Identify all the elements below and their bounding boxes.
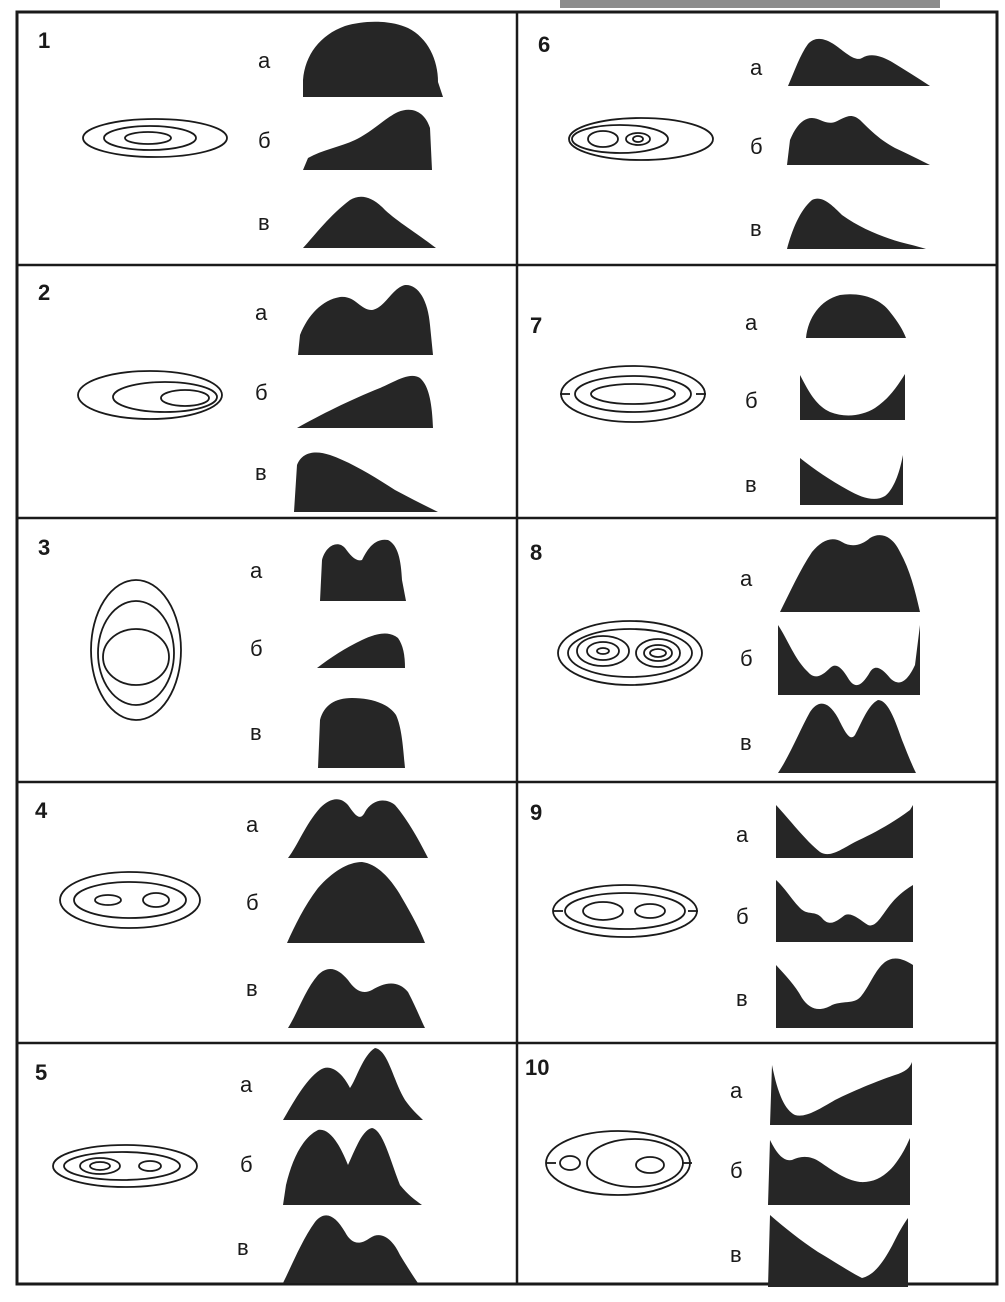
profile-a (288, 799, 428, 858)
panel-4: 4 а б в (35, 798, 428, 1028)
panel-number: 1 (38, 28, 50, 53)
profile-c (768, 1215, 908, 1287)
option-label-b: б (246, 890, 259, 915)
panel-3: 3 а б в (38, 535, 406, 768)
option-label-a: а (745, 310, 758, 335)
panel-9: 9 а б в (530, 800, 913, 1028)
contour-map (53, 1145, 197, 1187)
panel-number: 4 (35, 798, 48, 823)
profile-a (303, 22, 443, 97)
panel-5: 5 а б в (35, 1048, 423, 1283)
profile-c (318, 698, 405, 768)
option-label-a: а (736, 822, 749, 847)
option-label-a: а (250, 558, 263, 583)
option-label-b: б (740, 646, 753, 671)
profile-b (287, 862, 425, 943)
panel-number: 6 (538, 32, 550, 57)
contour-map (553, 885, 698, 937)
profile-c (800, 455, 903, 505)
option-label-a: а (750, 55, 763, 80)
profile-a (776, 805, 913, 858)
panel-number: 5 (35, 1060, 47, 1085)
contour-map (60, 872, 200, 928)
option-label-c: в (745, 472, 757, 497)
profile-b (283, 1128, 422, 1205)
profile-c (283, 1215, 418, 1283)
option-label-c: в (255, 460, 267, 485)
option-label-a: а (255, 300, 268, 325)
panel-6: 6 а б в (538, 32, 930, 249)
header-strip (560, 0, 940, 8)
profile-c (294, 452, 438, 512)
panel-2: 2 а б в (38, 280, 438, 512)
option-label-c: в (736, 986, 748, 1011)
contour-map (558, 621, 702, 685)
option-label-b: б (745, 388, 758, 413)
option-label-a: а (246, 812, 259, 837)
profile-c (778, 700, 916, 773)
option-label-b: б (258, 128, 271, 153)
option-label-c: в (246, 976, 258, 1001)
profile-b (800, 374, 905, 420)
option-label-c: в (730, 1242, 742, 1267)
option-label-c: в (750, 216, 762, 241)
profile-b (778, 625, 920, 695)
option-label-a: а (740, 566, 753, 591)
profile-a (283, 1048, 423, 1120)
profile-b (768, 1138, 910, 1205)
contour-map (91, 580, 181, 720)
option-label-c: в (237, 1235, 249, 1260)
profile-b (303, 110, 432, 170)
panel-number: 7 (530, 313, 542, 338)
option-label-b: б (250, 636, 263, 661)
contour-map (569, 118, 713, 160)
profile-a (780, 535, 920, 612)
profile-b (787, 116, 930, 165)
panel-number: 8 (530, 540, 542, 565)
profile-c (303, 197, 436, 248)
panel-number: 9 (530, 800, 542, 825)
option-label-c: в (740, 730, 752, 755)
option-label-b: б (240, 1152, 253, 1177)
profile-c (288, 969, 425, 1028)
panel-10: 10 а б в (525, 1055, 912, 1287)
profile-c (776, 959, 913, 1028)
contour-map (546, 1131, 692, 1195)
option-label-b: б (730, 1158, 743, 1183)
contour-map (83, 119, 227, 157)
profile-a (320, 540, 406, 601)
profile-a (788, 39, 930, 86)
option-label-a: а (730, 1078, 743, 1103)
profile-a (298, 285, 433, 355)
option-label-b: б (750, 134, 763, 159)
option-label-c: в (250, 720, 262, 745)
profile-b (297, 376, 433, 428)
option-label-b: б (255, 380, 268, 405)
option-label-a: а (240, 1072, 253, 1097)
panel-number: 3 (38, 535, 50, 560)
profile-a (770, 1062, 912, 1125)
option-label-c: в (258, 210, 270, 235)
panel-8: 8 а б в (530, 535, 920, 773)
panel-1: 1 а б в (38, 22, 443, 248)
contour-map (78, 371, 222, 419)
profile-b (776, 880, 913, 942)
panel-7: 7 а б в (530, 294, 906, 505)
contour-map (560, 366, 706, 422)
option-label-a: а (258, 48, 271, 73)
panel-number: 2 (38, 280, 50, 305)
profile-b (317, 634, 405, 668)
option-label-b: б (736, 904, 749, 929)
profile-a (806, 294, 906, 338)
profile-c (787, 199, 926, 249)
panel-number: 10 (525, 1055, 549, 1080)
